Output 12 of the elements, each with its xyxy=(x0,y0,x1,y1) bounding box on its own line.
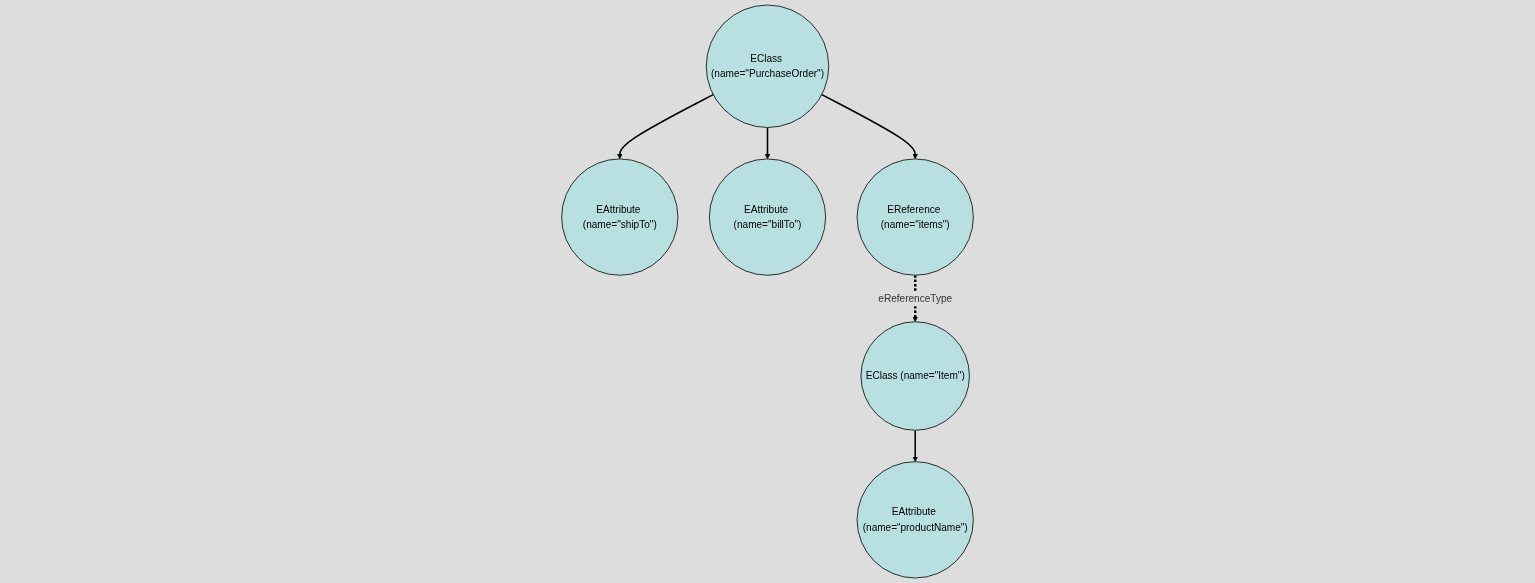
arrow xyxy=(912,429,918,462)
node-circle: EAttribute (name="shipTo") xyxy=(561,158,679,276)
node-circle: EClass (name="PurchaseOrder") xyxy=(705,4,830,128)
arrow xyxy=(764,126,771,160)
node-circle: EAttribute (name="billTo") xyxy=(708,158,827,276)
node-circle: EClass (name="Item") xyxy=(860,321,970,431)
arrow xyxy=(617,93,714,160)
node-circle: EReference (name="items") xyxy=(856,158,974,276)
edge-label: eReferenceType xyxy=(878,292,953,304)
node-circle: EAttribute (name=“productName") xyxy=(856,461,974,579)
arrow xyxy=(912,275,918,322)
arrow xyxy=(821,93,918,160)
